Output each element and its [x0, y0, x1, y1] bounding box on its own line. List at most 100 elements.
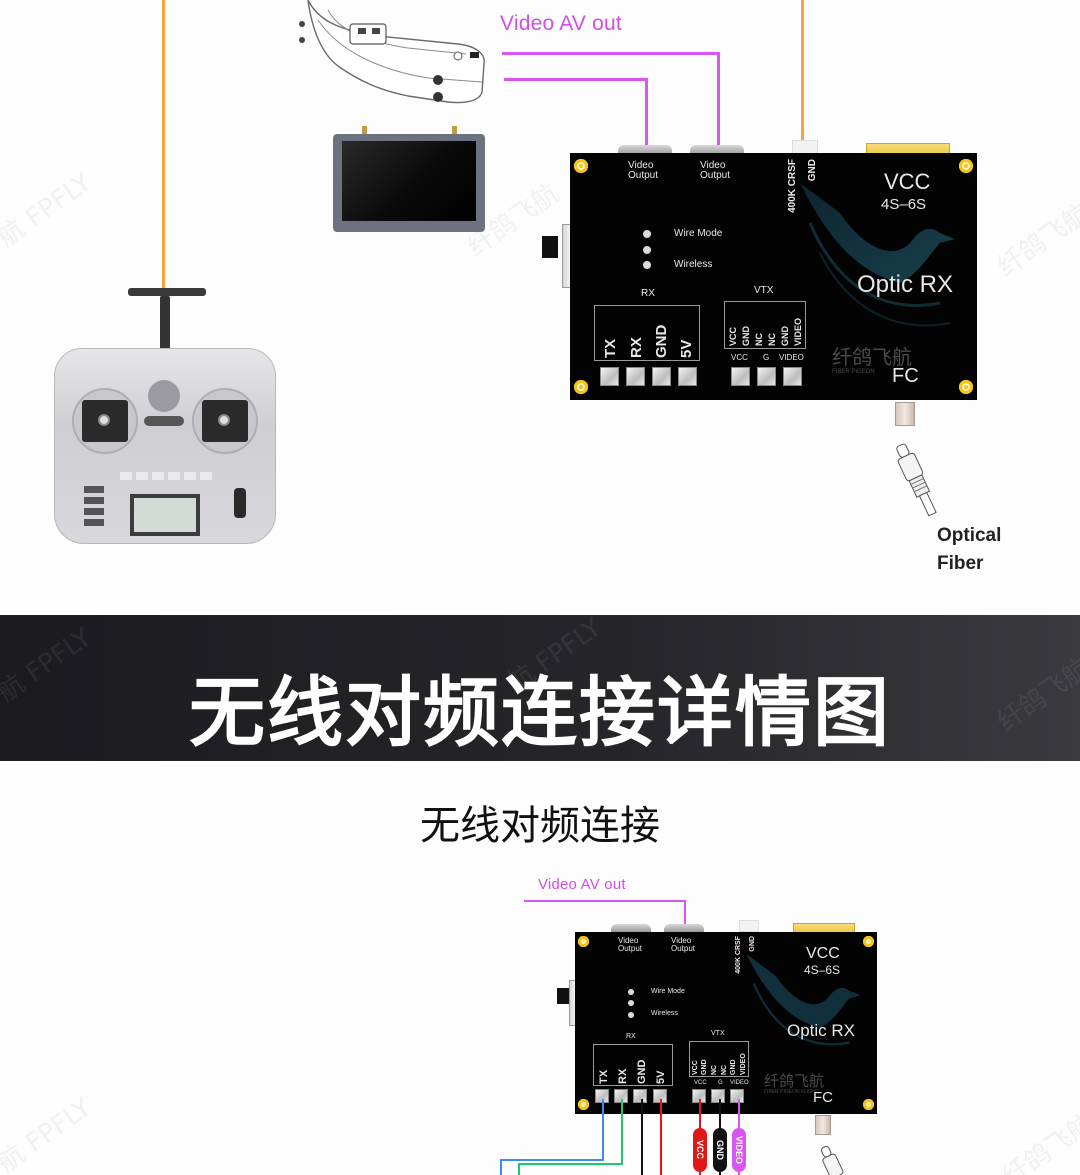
optical-fiber-label-line: Fiber	[937, 553, 984, 574]
rx-pin-label: RX	[617, 1068, 629, 1084]
monitor-antenna	[362, 126, 367, 136]
crsf-connector	[792, 140, 818, 154]
rx-pin-box	[594, 305, 700, 361]
rx-wire-green-v	[621, 1099, 623, 1165]
vtx-pad-label: VIDEO	[779, 353, 804, 362]
vtx-pin-label: VCC	[692, 1060, 699, 1075]
watermark: 纤鸽飞航	[992, 198, 1080, 283]
video-output-connector-2	[664, 924, 704, 932]
solder-pad-5v	[678, 367, 697, 386]
tx-wire-blue-h	[500, 1159, 604, 1161]
center-slot	[144, 416, 184, 426]
watermark: 纤鸽飞航	[997, 1108, 1080, 1175]
vtx-pad-label: VCC	[694, 1080, 707, 1086]
optic-rx-board: Video Output Video Output 400K CRSF GND …	[540, 140, 980, 402]
solder-pad-rx	[626, 367, 645, 386]
video-output-label-1: Video Output	[628, 160, 659, 181]
sleeve-video: VIDEO	[732, 1128, 746, 1172]
crsf-connector	[739, 920, 759, 932]
optic-rx-board: Video Output Video Output 400K CRSF GND …	[555, 920, 880, 1115]
bird-logo-graphic	[800, 183, 955, 327]
video-output-connector-1	[618, 145, 672, 155]
mount-hole	[578, 1099, 589, 1110]
fc-label: FC	[892, 365, 919, 387]
vtx-pin-box	[689, 1041, 749, 1077]
vtx-pad-label: G	[718, 1080, 723, 1086]
video-wire-1-v	[717, 52, 720, 146]
led-wireless	[628, 1012, 634, 1018]
voltage-label: 4S–6S	[804, 963, 841, 977]
led-wireless	[643, 261, 651, 269]
led-middle	[628, 1000, 634, 1006]
wireless-label: Wireless	[651, 1010, 678, 1017]
mount-hole	[574, 159, 588, 173]
solder-pad-vtx-g	[711, 1089, 725, 1103]
video-output-connector-1	[611, 924, 651, 932]
vtx-pin-label: VCC	[728, 326, 738, 346]
vtx-pin-label: NC	[767, 333, 777, 346]
right-stick	[218, 414, 230, 426]
side-buttons	[84, 486, 104, 528]
crsf-label: 400K CRSF	[735, 936, 742, 974]
board-pcb: Video Output Video Output 400K CRSF GND …	[570, 153, 977, 400]
rx-wire-green-h	[518, 1163, 623, 1165]
orange-wire-crsf	[801, 0, 804, 144]
monitor-antenna	[452, 126, 457, 136]
rx-pin-label: TX	[602, 338, 619, 358]
5v-wire-red	[660, 1099, 662, 1175]
tx-wire-blue-v	[602, 1099, 604, 1161]
rx-header: RX	[641, 288, 655, 299]
rx-pin-label: 5V	[655, 1070, 667, 1084]
orange-wire-transmitter	[162, 0, 165, 292]
rx-pin-label: 5V	[678, 339, 695, 358]
vtx-pin-label: GND	[780, 326, 790, 346]
mount-hole	[959, 380, 973, 394]
solder-pad-tx	[600, 367, 619, 386]
fpv-goggles-illustration	[299, 0, 485, 104]
mount-hole	[578, 936, 589, 947]
vtx-pin-label: GND	[701, 1059, 708, 1075]
vtx-pin-label: GND	[730, 1059, 737, 1075]
solder-pad-gnd	[633, 1089, 647, 1103]
brand-en: FIBER PIGEON	[832, 369, 875, 375]
monitor-screen	[342, 141, 476, 221]
usb-port	[542, 236, 558, 258]
led-middle	[643, 246, 651, 254]
vtx-pin-label: NC	[721, 1064, 728, 1075]
solder-pad-vtx-video	[730, 1089, 744, 1103]
vtx-pad-label: VCC	[731, 353, 748, 362]
rx-header: RX	[626, 1033, 636, 1040]
rx-pin-box	[593, 1044, 673, 1086]
video-output-label-2: Video Output	[671, 936, 696, 953]
brand-en: FIBER PIGEON FLIGHT	[764, 1089, 819, 1095]
optical-fiber-label-line: Optical	[937, 525, 1002, 546]
vtx-pin-box	[724, 301, 806, 349]
gnd-label: GND	[749, 936, 756, 952]
sleeve-vcc: VCC	[693, 1128, 707, 1172]
fiber-port	[815, 1115, 831, 1135]
video-wire-h	[524, 900, 686, 902]
solder-pad-gnd	[652, 367, 671, 386]
mount-hole	[574, 380, 588, 394]
led-wire-mode	[643, 230, 651, 238]
antenna-stem	[160, 296, 170, 350]
product-name: Optic RX	[857, 271, 954, 298]
video-output-label-1: Video Output	[618, 936, 643, 953]
rx-pin-label: GND	[653, 324, 670, 358]
wire-mode-label: Wire Mode	[674, 228, 723, 239]
function-buttons	[120, 472, 212, 480]
video-av-out-label: Video AV out	[538, 876, 626, 893]
tx-wire-blue-down	[500, 1159, 502, 1175]
rx-pin-label: RX	[628, 337, 645, 358]
watermark: 航 FPFLY	[0, 1092, 98, 1175]
video-av-out-label: Video AV out	[500, 12, 622, 35]
gnd-wire-black	[641, 1099, 643, 1175]
vtx-pin-label: NC	[754, 333, 764, 346]
vtx-pin-label: VIDEO	[740, 1053, 747, 1075]
banner-title: 无线对频连接详情图	[189, 668, 891, 757]
bird-logo-graphic	[746, 953, 861, 1046]
center-knob	[148, 380, 180, 412]
left-stick	[98, 414, 110, 426]
voltage-label: 4S–6S	[881, 196, 927, 213]
video-wire-2-h	[504, 78, 648, 81]
